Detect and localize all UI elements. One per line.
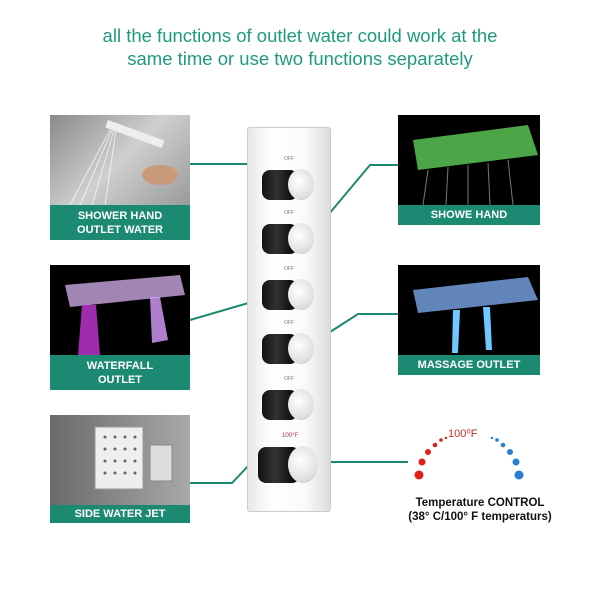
thermostat-knob[interactable]: 100°F [258,433,318,483]
panel-label: MASSAGE OUTLET [398,355,540,375]
label-line: WATERFALL [86,359,154,372]
off-label: OFF [284,320,294,326]
panel-showe-hand: SHOWE HAND [398,115,540,225]
label-line: OUTLET WATER [77,223,163,236]
led-rain-shower-green-photo [398,115,540,206]
panel-shower-hand: SHOWER HAND OUTLET WATER [50,115,190,240]
label-line: SHOWER HAND [77,209,163,222]
panel-label: SHOWE HAND [398,205,540,225]
temperature-range: (38° C/100° F temperaturs) [408,511,552,523]
off-label: OFF [284,210,294,216]
connector-showe-hand [312,164,398,234]
body-jet-photo [50,415,190,505]
panel-label: WATERFALL OUTLET [50,355,190,390]
off-label: OFF [284,266,294,272]
panel-label: SHOWER HAND OUTLET WATER [50,205,190,240]
off-label: OFF [284,376,294,382]
led-waterfall-purple-photo [50,265,190,355]
panel-massage-outlet: MASSAGE OUTLET [398,265,540,375]
temperature-caption: Temperature CONTROL (38° C/100° F temper… [380,496,580,524]
temperature-title: Temperature CONTROL [415,497,545,509]
headline-line-1: all the functions of outlet water could … [102,25,498,46]
panel-side-water-jet: SIDE WATER JET [50,415,190,523]
label-line: OUTLET [98,373,142,386]
temp-mark: 100°F [282,433,299,439]
panel-waterfall: WATERFALL OUTLET [50,265,190,390]
label-line: SHOWE HAND [430,209,508,221]
led-massage-blue-photo [398,265,540,355]
diverter-knob-4[interactable]: OFF [262,320,314,364]
label-line: SIDE WATER JET [74,508,166,520]
diverter-knob-3[interactable]: OFF [262,266,314,310]
headline-line-2: same time or use two functions separatel… [127,48,473,69]
off-label: OFF [284,156,294,162]
thermostatic-valve-panel: OFF OFF OFF OFF OFF 100°F [247,127,331,512]
temperature-scale-label: 100⁰F [448,428,478,440]
handheld-shower-photo [50,115,190,206]
diverter-knob-2[interactable]: OFF [262,210,314,254]
diverter-knob-1[interactable]: OFF [262,156,314,200]
panel-label: SIDE WATER JET [50,505,190,523]
label-line: MASSAGE OUTLET [417,359,521,371]
diverter-knob-5[interactable]: OFF [262,376,314,420]
headline: all the functions of outlet water could … [0,24,600,70]
